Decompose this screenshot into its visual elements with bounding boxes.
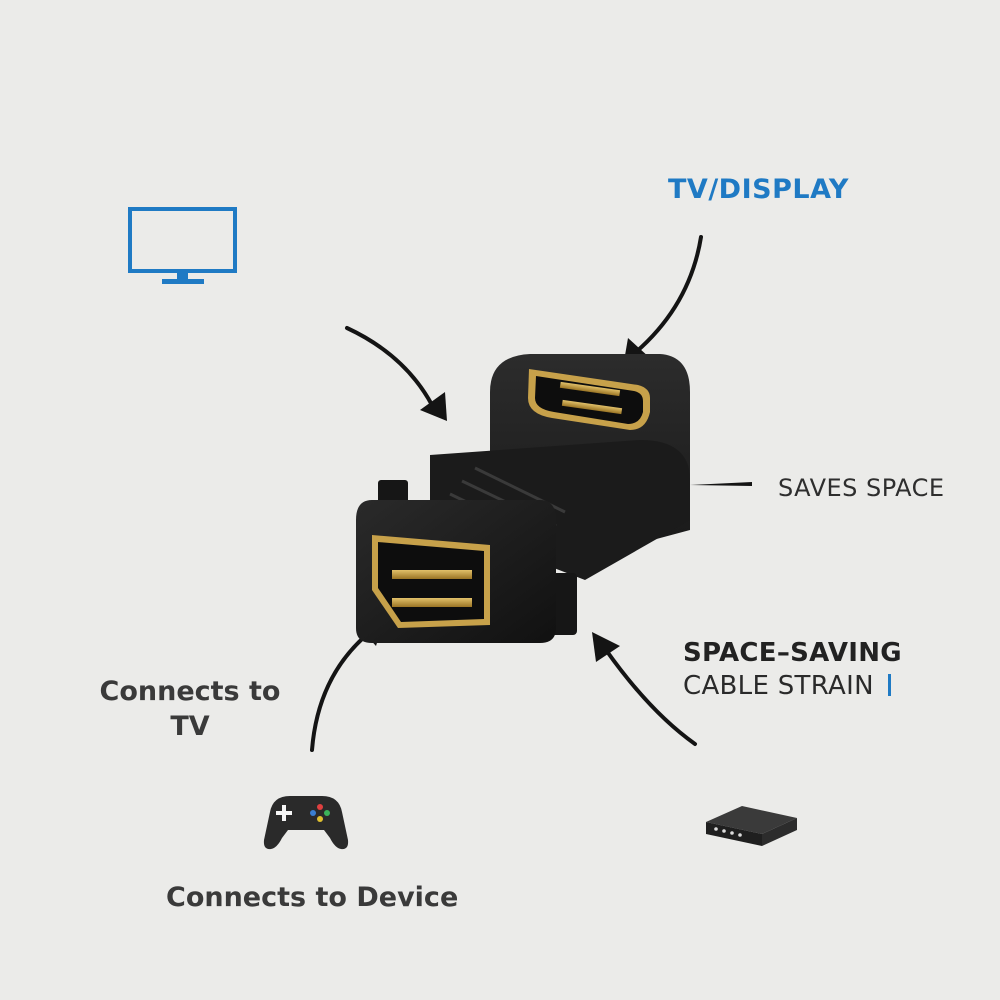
top-hdmi-port	[528, 369, 650, 430]
monitor-icon	[128, 207, 237, 284]
cursor-mark	[887, 674, 891, 696]
cable-strain-line: CABLE STRAIN	[683, 671, 891, 701]
hdmi-adapter	[356, 354, 690, 643]
saves-space-label: SAVES SPACE	[778, 474, 945, 502]
arrow-cable-strain	[592, 632, 697, 746]
game-controller-icon	[263, 796, 349, 850]
tv-display-label: TV/DISPLAY	[668, 174, 849, 205]
arrow-tv-display	[623, 235, 703, 367]
connects-to-device-label: Connects to Device	[166, 882, 459, 913]
space-saving-label: SPACE–SAVING	[683, 638, 902, 668]
front-hdmi-port	[372, 535, 490, 628]
connects-to-tv-label: Connects to TV	[99, 676, 281, 742]
pointer-saves-space	[690, 482, 752, 486]
media-box-icon	[706, 806, 797, 846]
arrow-to-adapter-left	[345, 326, 447, 421]
cable-strain-label: CABLE STRAIN	[683, 671, 874, 701]
